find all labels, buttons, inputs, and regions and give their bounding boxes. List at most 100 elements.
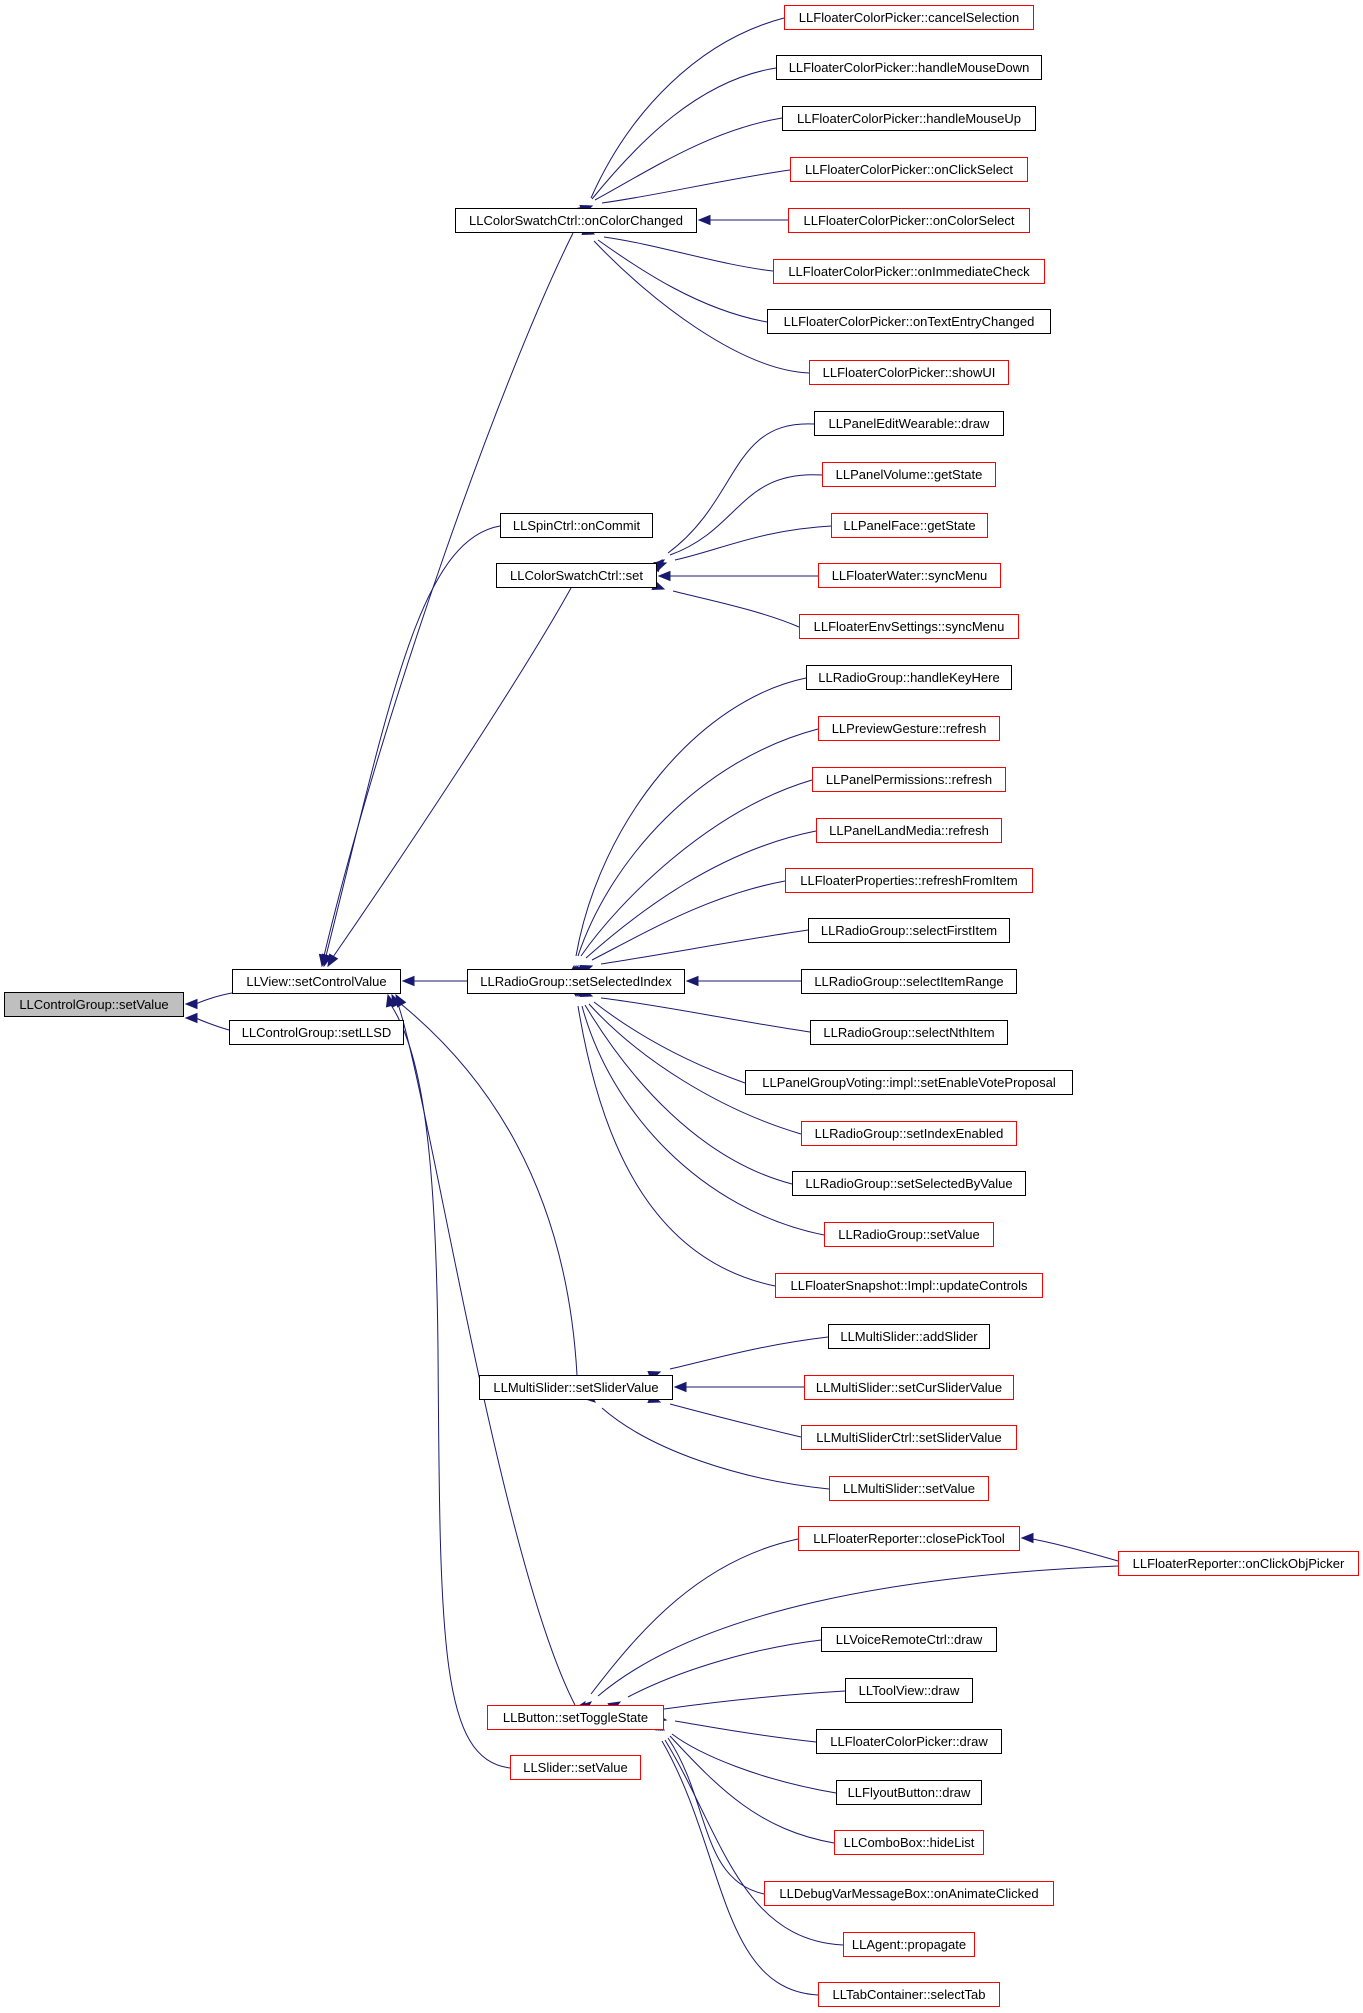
node-rg-setindexenabled[interactable]: LLRadioGroup::setIndexEnabled [801,1121,1017,1146]
node-fcp-onimmediatecheck[interactable]: LLFloaterColorPicker::onImmediateCheck [773,259,1045,284]
call-edge-panellandmedia_refresh-to-radiogroup_setselectedindex [585,830,817,959]
node-rg-handlekeyhere[interactable]: LLRadioGroup::handleKeyHere [806,665,1012,690]
arrowhead-root [184,1012,198,1024]
call-edge-msctrl_setslidervalue-to-multislider_setslidervalue [669,1403,802,1438]
call-edge-rg_selectfirstitem-to-radiogroup_setselectedindex [600,929,809,965]
call-edge-fcp_handlemouseup-to-colorswatch_oncolorchanged [594,117,783,201]
arrowhead-colorswatch_oncolorchanged [697,214,711,226]
call-edge-panelvolume_getstate-to-colorswatch_set [669,474,823,556]
node-toolview-draw[interactable]: LLToolView::draw [845,1678,973,1703]
call-edge-fcp_onimmediatecheck-to-colorswatch_oncolorchanged [603,236,774,272]
arrowhead-reporter_closepicktool [1020,1532,1034,1544]
node-ms-addslider[interactable]: LLMultiSlider::addSlider [828,1324,990,1349]
node-spinctrl-oncommit[interactable]: LLSpinCtrl::onCommit [500,513,653,538]
node-fcp-ontextentrychanged[interactable]: LLFloaterColorPicker::onTextEntryChanged [767,309,1051,334]
call-edge-tabcontainer_selecttab-to-button_settogglestate [661,1740,819,1996]
node-rg-selectitemrange[interactable]: LLRadioGroup::selectItemRange [801,969,1017,994]
call-edge-fcp_showui-to-colorswatch_oncolorchanged [593,240,810,374]
node-combobox-hidelist[interactable]: LLComboBox::hideList [834,1830,984,1855]
node-reporter-closepicktool[interactable]: LLFloaterReporter::closePickTool [798,1526,1020,1551]
call-edge-spinctrl_oncommit-to-view_setcontrolvalue [325,525,501,957]
call-edge-fcp_draw-to-button_settogglestate [674,1720,817,1743]
call-edge-rg_setvalue-to-radiogroup_setselectedindex [581,1005,825,1236]
call-edge-reporter_closepicktool-to-button_settogglestate [590,1538,799,1695]
node-voiceremote-draw[interactable]: LLVoiceRemoteCtrl::draw [821,1627,997,1652]
call-edge-panelpermissions_refresh-to-radiogroup_setselectedindex [580,779,813,957]
call-edge-floaterenv_syncmenu-to-colorswatch_set [672,590,800,628]
call-edge-floatersnapshot_updatecontrols-to-radiogroup_setselectedindex [577,1005,776,1287]
node-slider-setvalue[interactable]: LLSlider::setValue [510,1755,641,1780]
node-multislider-setslidervalue[interactable]: LLMultiSlider::setSliderValue [479,1375,673,1400]
node-reporter-onclickobjpicker[interactable]: LLFloaterReporter::onClickObjPicker [1118,1551,1359,1576]
call-edge-reporter_onclickobjpicker-to-button_settogglestate [597,1565,1119,1697]
node-panelvolume-getstate[interactable]: LLPanelVolume::getState [822,462,996,487]
node-fcp-handlemousedown[interactable]: LLFloaterColorPicker::handleMouseDown [776,55,1042,80]
arrowhead-radiogroup_setselectedindex [685,975,699,987]
node-agent-propagate[interactable]: LLAgent::propagate [843,1932,975,1957]
node-floaterwater-syncmenu[interactable]: LLFloaterWater::syncMenu [818,563,1001,588]
node-pgv-setenablevoteproposal[interactable]: LLPanelGroupVoting::impl::setEnableVoteP… [745,1070,1073,1095]
node-flyoutbutton-draw[interactable]: LLFlyoutButton::draw [836,1780,982,1805]
call-edge-slider_setvalue-to-view_setcontrolvalue [390,1004,511,1769]
call-edge-previewgesture_refresh-to-radiogroup_setselectedindex [577,728,819,957]
call-edge-ms_setvalue-to-multislider_setslidervalue [601,1407,830,1490]
node-fcp-oncolorselect[interactable]: LLFloaterColorPicker::onColorSelect [788,208,1030,233]
call-edge-combobox_hidelist-to-button_settogglestate [669,1735,835,1844]
call-edge-rg_setindexenabled-to-radiogroup_setselectedindex [588,1003,802,1135]
node-colorswatch-set[interactable]: LLColorSwatchCtrl::set [496,563,657,588]
node-fcp-onclickselect[interactable]: LLFloaterColorPicker::onClickSelect [790,157,1028,182]
node-rg-setvalue[interactable]: LLRadioGroup::setValue [824,1222,994,1247]
call-edge-fcp_onclickselect-to-colorswatch_oncolorchanged [601,169,791,204]
call-edge-colorswatch_set-to-view_setcontrolvalue [332,587,572,958]
call-edge-controlgroup_setllsd-to-root [195,1017,230,1031]
node-panelpermissions-refresh[interactable]: LLPanelPermissions::refresh [812,767,1006,792]
call-edge-ms_addslider-to-multislider_setslidervalue [669,1336,829,1370]
arrowhead-view_setcontrolvalue [385,993,397,1008]
call-edge-floaterprops_refreshfromitem-to-radiogroup_setselectedindex [591,880,786,961]
node-ms-setvalue[interactable]: LLMultiSlider::setValue [829,1476,989,1501]
node-colorswatch-oncolorchanged[interactable]: LLColorSwatchCtrl::onColorChanged [455,208,697,233]
node-panelface-getstate[interactable]: LLPanelFace::getState [831,513,988,538]
node-radiogroup-setselectedindex[interactable]: LLRadioGroup::setSelectedIndex [467,969,685,994]
node-rg-setselectedbyvalue[interactable]: LLRadioGroup::setSelectedByValue [792,1171,1026,1196]
node-previewgesture-refresh[interactable]: LLPreviewGesture::refresh [818,716,1000,741]
node-button-settogglestate[interactable]: LLButton::setToggleState [487,1705,664,1730]
node-controlgroup-setllsd[interactable]: LLControlGroup::setLLSD [229,1020,404,1045]
call-edge-colorswatch_oncolorchanged-to-view_setcontrolvalue [323,232,574,957]
node-fcp-draw[interactable]: LLFloaterColorPicker::draw [816,1729,1002,1754]
node-floatersnapshot-updatecontrols[interactable]: LLFloaterSnapshot::Impl::updateControls [775,1273,1043,1298]
node-tabcontainer-selecttab[interactable]: LLTabContainer::selectTab [818,1982,1000,2007]
node-rg-selectfirstitem[interactable]: LLRadioGroup::selectFirstItem [808,918,1010,943]
node-fcp-handlemouseup[interactable]: LLFloaterColorPicker::handleMouseUp [782,106,1036,131]
call-edge-fcp_ontextentrychanged-to-colorswatch_oncolorchanged [597,239,768,323]
arrowhead-root [184,998,198,1010]
node-panelwearable-draw[interactable]: LLPanelEditWearable::draw [814,411,1004,436]
node-root: LLControlGroup::setValue [4,992,184,1017]
node-floaterprops-refreshfromitem[interactable]: LLFloaterProperties::refreshFromItem [785,868,1033,893]
node-rg-selectnthitem[interactable]: LLRadioGroup::selectNthItem [810,1020,1008,1045]
node-msctrl-setslidervalue[interactable]: LLMultiSliderCtrl::setSliderValue [801,1425,1017,1450]
call-edge-panelwearable_draw-to-colorswatch_set [667,423,815,554]
call-edge-fcp_handlemousedown-to-colorswatch_oncolorchanged [591,67,777,200]
call-edge-debugvar_onanimateclicked-to-button_settogglestate [667,1737,765,1895]
node-panellandmedia-refresh[interactable]: LLPanelLandMedia::refresh [816,818,1002,843]
node-debugvar-onanimateclicked[interactable]: LLDebugVarMessageBox::onAnimateClicked [764,1881,1054,1906]
call-edge-flyoutbutton_draw-to-button_settogglestate [671,1733,837,1794]
call-edge-panelface_getstate-to-colorswatch_set [674,525,832,561]
node-floaterenv-syncmenu[interactable]: LLFloaterEnvSettings::syncMenu [799,614,1019,639]
node-fcp-cancelselection[interactable]: LLFloaterColorPicker::cancelSelection [784,5,1034,30]
call-edge-fcp_cancelselection-to-colorswatch_oncolorchanged [590,17,785,199]
call-edge-agent_propagate-to-button_settogglestate [664,1739,844,1946]
node-ms-setcurslidervalue[interactable]: LLMultiSlider::setCurSliderValue [804,1375,1014,1400]
call-edge-pgv_setenablevoteproposal-to-radiogroup_setselectedindex [593,1001,746,1084]
arrowhead-colorswatch_set [657,570,671,582]
call-edge-reporter_onclickobjpicker-to-reporter_closepicktool [1031,1538,1119,1562]
call-edge-toolview_draw-to-button_settogglestate [663,1690,846,1710]
arrowhead-view_setcontrolvalue [401,975,415,987]
call-edge-button_settogglestate-to-view_setcontrolvalue [397,1003,576,1706]
node-view-setcontrolvalue[interactable]: LLView::setControlValue [232,969,401,994]
call-edge-rg_selectnthitem-to-radiogroup_setselectedindex [600,997,811,1033]
node-fcp-showui[interactable]: LLFloaterColorPicker::showUI [809,360,1009,385]
call-edge-multislider_setslidervalue-to-view_setcontrolvalue [400,1003,578,1376]
